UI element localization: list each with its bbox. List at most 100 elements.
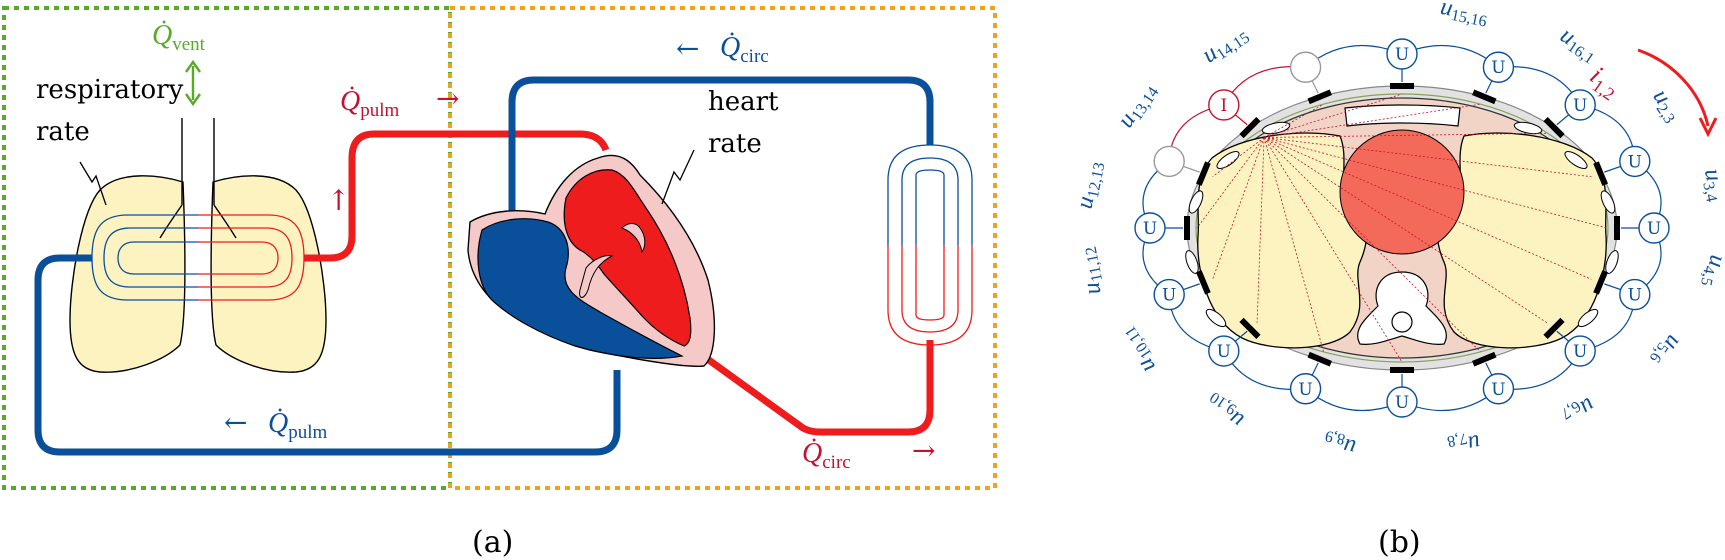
- systemic-capillary-bed: [887, 144, 973, 346]
- electrode-symbol: U: [1217, 342, 1231, 362]
- electrode-contact-pad: [1593, 161, 1608, 186]
- voltage-measurement-label: u3,4: [1697, 167, 1725, 204]
- voltmeter-electrode: [1386, 386, 1418, 418]
- electrode-contact-pad: [1593, 270, 1608, 295]
- sternum: [1344, 104, 1461, 127]
- voltage-measurement-label: u5,6: [1646, 329, 1687, 371]
- current-source-electrode: [1208, 89, 1240, 121]
- voltmeter-electrode: [1289, 373, 1322, 405]
- q-pulm-top-arrow: →: [436, 82, 459, 115]
- electrode-contact-pad: [1472, 89, 1497, 105]
- voltmeter-electrode: [1619, 145, 1651, 178]
- electrode-contact-pad: [1390, 83, 1414, 89]
- current-field-line: [1263, 137, 1481, 353]
- heart-rate-label: rate: [708, 129, 762, 159]
- heart-illustration: [467, 149, 716, 368]
- q-vent-label: Q̇vent: [152, 20, 206, 55]
- electrode-contact-pad: [1307, 351, 1332, 367]
- rotation-direction-arrowhead: [1698, 117, 1718, 138]
- electrode-symbol: U: [1395, 45, 1409, 65]
- pulmonary-up-arrow: ↑: [327, 184, 350, 217]
- current-field-line: [1212, 137, 1265, 280]
- current-field-line: [1264, 103, 1481, 138]
- heart-label: heart: [708, 87, 779, 117]
- panel-a-physiology-diagram: Q̇vent respiratory rate Q̇pulm → ↑ ← Q̇c…: [2, 6, 997, 560]
- electrode-contact-pad: [1239, 116, 1261, 139]
- inactive-electrode: [1153, 145, 1185, 178]
- voltmeter-electrode: [1564, 89, 1596, 121]
- right-lung: [210, 175, 327, 373]
- voltmeter-electrode: [1564, 335, 1596, 367]
- electrode-symbol: I: [1220, 96, 1227, 116]
- q-pulm-top-label: Q̇pulm: [340, 86, 400, 121]
- voltmeter-electrode: [1208, 335, 1240, 367]
- current-field-lines: [1196, 93, 1608, 363]
- current-field-line: [1196, 137, 1265, 229]
- pulmonary-artery-vessel: [304, 130, 610, 262]
- current-field-line: [1263, 93, 1403, 138]
- respiratory-rate-label: rate: [36, 117, 90, 147]
- current-field-line: [1263, 137, 1324, 352]
- systemic-artery-vessel: [692, 340, 934, 436]
- pulmonary-venous-return-vessel: [34, 254, 621, 456]
- voltage-measurement-label: u2,3: [1646, 84, 1687, 126]
- trachea: [159, 118, 237, 239]
- heart-valve-1: [579, 255, 614, 298]
- electrode-symbol: U: [1162, 286, 1176, 306]
- voltage-measurement-label: u16,1: [1554, 22, 1603, 68]
- q-circ-top-label: Q̇circ: [720, 32, 769, 67]
- electrode-contact-pad: [1184, 216, 1190, 240]
- current-field-line: [1256, 137, 1265, 323]
- voltage-measurement-label: u9,10: [1201, 388, 1250, 434]
- voltmeter-electrode: [1386, 38, 1418, 70]
- electrode-contact-pad: [1390, 367, 1414, 373]
- electrode-symbol: U: [1491, 380, 1505, 400]
- panel-b-caption: (b): [1378, 525, 1421, 560]
- current-field-line: [1212, 137, 1265, 178]
- electrode-contact-pad: [1543, 317, 1565, 340]
- q-pulm-bottom-label: Q̇pulm: [268, 408, 328, 443]
- electrode-contact-pad: [1614, 216, 1620, 240]
- heart-rate-pointer: [661, 149, 695, 205]
- current-field-line: [1263, 137, 1548, 324]
- systemic-venous-vessel: [508, 76, 934, 212]
- current-field-line: [1264, 137, 1608, 229]
- voltage-measurement-label: u7,8: [1446, 427, 1483, 461]
- electrode-symbol: U: [1573, 342, 1587, 362]
- voltage-measurement-label: u8,9: [1321, 427, 1358, 461]
- electrode-symbol: U: [1143, 219, 1157, 239]
- spinal-canal: [1391, 311, 1413, 333]
- voltage-measurement-label: u10,11: [1112, 323, 1162, 378]
- rotation-direction-arrow: [1637, 48, 1710, 127]
- electrode-symbol: U: [1573, 96, 1587, 116]
- voltage-measurement-label: u12,13: [1071, 159, 1108, 212]
- electrode-symbol: U: [1628, 152, 1642, 172]
- current-field-line: [1264, 132, 1547, 138]
- electrode-contact-pad: [1543, 116, 1565, 139]
- inactive-electrode: [1289, 51, 1322, 83]
- electrode-contact-pad: [1472, 351, 1497, 367]
- respiratory-region-box: [2, 6, 452, 490]
- eit-heart: [1339, 129, 1465, 255]
- voltmeter-electrode: [1482, 373, 1515, 405]
- electrode-symbol: U: [1491, 58, 1505, 78]
- electrode-symbol: U: [1298, 380, 1312, 400]
- left-heart-red: [563, 169, 692, 347]
- q-circ-bottom-arrow: →: [912, 434, 935, 467]
- voltmeter-electrode: [1153, 278, 1185, 311]
- voltage-measurement-label: u14,15: [1197, 20, 1253, 70]
- electrode-symbol: U: [1628, 286, 1642, 306]
- voltage-measurement-label: u11,12: [1071, 245, 1108, 297]
- lungs-illustration: [69, 59, 327, 373]
- current-field-line: [1264, 137, 1592, 178]
- q-circ-bottom-label: Q̇circ: [802, 438, 851, 473]
- voltmeter-electrode: [1134, 212, 1166, 244]
- voltage-measurement-label: u4,5: [1697, 253, 1725, 290]
- voltmeter-electrode: [1619, 278, 1651, 311]
- voltage-measurement-label: u6,7: [1558, 391, 1600, 432]
- electrode-contact-pad: [1196, 270, 1211, 295]
- rib-sections: [1185, 121, 1619, 328]
- circulatory-region-box: [448, 6, 997, 490]
